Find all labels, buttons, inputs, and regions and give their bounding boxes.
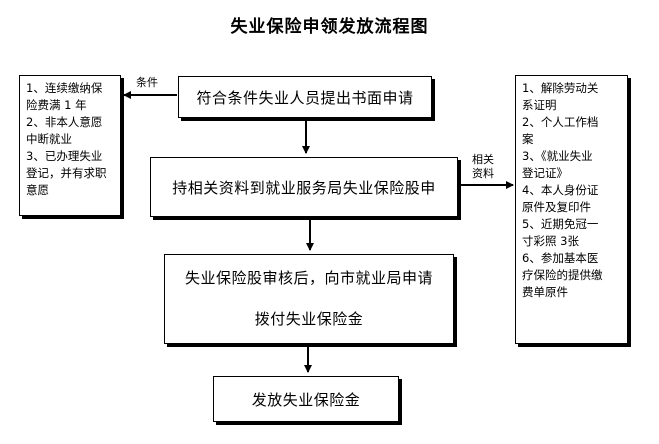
step-3-text-line2: 拨付失业保险金 <box>254 310 364 328</box>
step-1-box: 符合条件失业人员提出书面申请 <box>178 76 432 118</box>
conditions-label: 条件 <box>136 76 158 89</box>
conditions-line: 意愿 <box>26 183 49 197</box>
conditions-line: 险费满 1 年 <box>26 98 87 112</box>
materials-line: 6、参加基本医 <box>522 251 599 265</box>
step-2-text: 持相关资料到就业服务局失业保险股申 <box>172 178 436 197</box>
conditions-box: 1、连续缴纳保 险费满 1 年 2、非本人意愿 中断就业 3、已办理失业 登记，… <box>19 75 121 216</box>
step-3-box: 失业保险股审核后，向市就业局申请 拨付失业保险金 <box>164 254 454 344</box>
materials-line: 寸彩照 3张 <box>522 234 579 248</box>
page-title: 失业保险申领发放流程图 <box>230 17 429 37</box>
step-2-box: 持相关资料到就业服务局失业保险股申 <box>150 157 458 217</box>
conditions-line: 1、连续缴纳保 <box>26 81 103 95</box>
step-3-text-line1: 失业保险股审核后，向市就业局申请 <box>184 269 433 287</box>
materials-line: 5、近期免冠一 <box>522 217 599 231</box>
step-4-text: 发放失业保险金 <box>251 390 361 409</box>
materials-line: 3、《就业失业 <box>522 149 593 163</box>
conditions-line: 3、已办理失业 <box>26 149 103 163</box>
materials-label-line2: 资料 <box>472 167 494 180</box>
materials-line: 系证明 <box>522 98 557 112</box>
materials-line: 案 <box>522 132 534 146</box>
conditions-line: 2、非本人意愿 <box>26 115 103 129</box>
materials-line: 1、解除劳动关 <box>522 81 599 95</box>
materials-line: 4、本人身份证 <box>522 183 599 197</box>
materials-line: 2、个人工作档 <box>522 115 599 129</box>
materials-line: 费单原件 <box>522 285 568 299</box>
conditions-line: 登记，并有求职 <box>26 166 107 180</box>
materials-line: 原件及复印件 <box>522 200 591 214</box>
step-4-box: 发放失业保险金 <box>213 376 399 422</box>
conditions-line: 中断就业 <box>26 132 72 146</box>
materials-box: 1、解除劳动关 系证明 2、个人工作档 案 3、《就业失业 登记证》 4、本人身… <box>515 75 628 344</box>
step-1-text: 符合条件失业人员提出书面申请 <box>196 88 414 107</box>
materials-label-line1: 相关 <box>472 153 494 166</box>
materials-line: 登记证》 <box>522 166 568 180</box>
materials-line: 疗保险的提供缴 <box>522 268 603 282</box>
